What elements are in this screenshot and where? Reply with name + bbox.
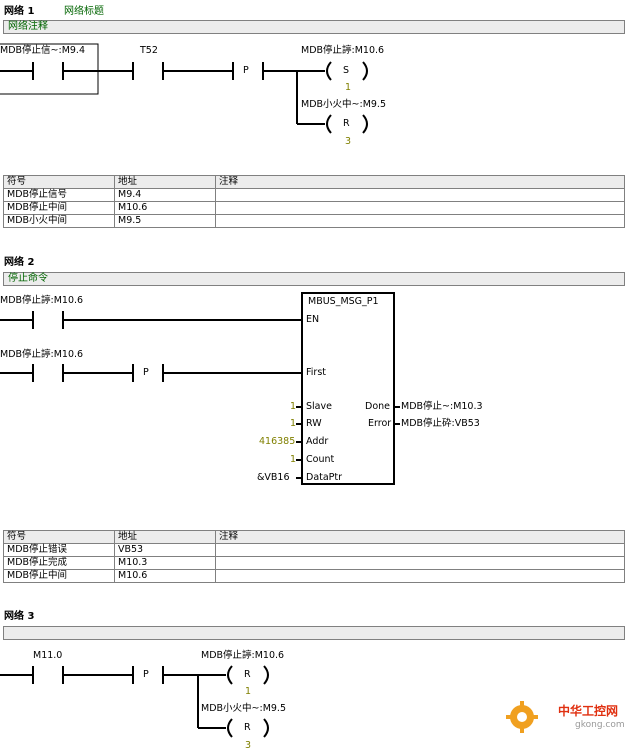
pin-first: First (306, 367, 326, 378)
cell-address[interactable]: M10.3 (114, 556, 216, 570)
network-1-comment-bar[interactable]: 网络注释 (3, 20, 625, 34)
dataptr-value[interactable]: &VB16 (257, 472, 290, 483)
done-output[interactable]: MDB停止~:M10.3 (401, 401, 483, 412)
col-symbol[interactable]: 符号 (3, 530, 115, 544)
network-2-comment-bar[interactable]: 停止命令 (3, 272, 625, 286)
col-comment[interactable]: 注释 (215, 175, 625, 189)
table-row: MDB停止信号 M9.4 (3, 188, 625, 202)
cell-address[interactable]: M10.6 (114, 569, 216, 583)
pin-en: EN (306, 314, 320, 325)
pin-done: Done (365, 401, 390, 412)
cell-symbol[interactable]: MDB停止完成 (3, 556, 115, 570)
coil-reset1-count[interactable]: 1 (245, 686, 252, 697)
cell-address[interactable]: M10.6 (114, 201, 216, 215)
contact-t52-label[interactable]: T52 (140, 45, 158, 56)
cell-comment[interactable] (215, 201, 625, 215)
contact-en-label[interactable]: MDB停止諪:M10.6 (0, 295, 84, 306)
symbol-table-2: 符号 地址 注释 MDB停止错误 VB53 MDB停止完成 M10.3 MDB停… (3, 530, 625, 583)
table-header-row: 符号 地址 注释 (3, 175, 625, 189)
col-symbol[interactable]: 符号 (3, 175, 115, 189)
cell-address[interactable]: M9.4 (114, 188, 216, 202)
contact-first-label[interactable]: MDB停止諪:M10.6 (0, 349, 84, 360)
col-comment[interactable]: 注释 (215, 530, 625, 544)
coil-set-symbol: S (343, 65, 350, 76)
contact-m11-0-label[interactable]: M11.0 (33, 650, 63, 661)
pin-dataptr: DataPtr (306, 472, 343, 483)
selection-box-contact1 (0, 43, 99, 95)
cell-address[interactable]: M9.5 (114, 214, 216, 228)
p-edge-label: P (143, 669, 149, 680)
coil-set-operand[interactable]: MDB停止諪:M10.6 (301, 45, 385, 56)
col-address[interactable]: 地址 (114, 530, 216, 544)
gear-logo-icon (505, 700, 539, 734)
cell-comment[interactable] (215, 188, 625, 202)
network-3-comment-bar[interactable] (3, 626, 625, 640)
symbol-table-1: 符号 地址 注释 MDB停止信号 M9.4 MDB停止中间 M10.6 MDB小… (3, 175, 625, 228)
network-1-label: 网络 1 (4, 6, 35, 17)
cell-symbol[interactable]: MDB小火中间 (3, 214, 115, 228)
network-1-comment: 网络注释 (8, 21, 48, 32)
error-output[interactable]: MDB停止砕:VB53 (401, 418, 480, 429)
pin-addr: Addr (306, 436, 329, 447)
network-2-comment: 停止命令 (8, 273, 48, 284)
cell-comment[interactable] (215, 543, 625, 557)
coil-reset-operand[interactable]: MDB小火中~:M9.5 (301, 99, 386, 110)
cell-symbol[interactable]: MDB停止信号 (3, 188, 115, 202)
table-row: MDB停止中间 M10.6 (3, 569, 625, 583)
coil-reset1-symbol: R (244, 669, 251, 680)
coil-reset2-count[interactable]: 3 (245, 740, 252, 751)
table-row: MDB停止完成 M10.3 (3, 556, 625, 570)
pin-error: Error (368, 418, 392, 429)
contact-m9-4-label[interactable]: MDB停止信~:M9.4 (0, 45, 85, 56)
table-header-row: 符号 地址 注释 (3, 530, 625, 544)
cell-address[interactable]: VB53 (114, 543, 216, 557)
cell-comment[interactable] (215, 556, 625, 570)
cell-symbol[interactable]: MDB停止中间 (3, 201, 115, 215)
watermark-url: gkong.com (575, 720, 625, 730)
network-1-title[interactable]: 网络标题 (64, 6, 104, 17)
pin-rw: RW (306, 418, 322, 429)
pin-slave: Slave (306, 401, 332, 412)
watermark-text: 中华工控网 (558, 704, 619, 718)
coil-reset2-symbol: R (244, 722, 251, 733)
addr-value[interactable]: 416385 (259, 436, 296, 447)
cell-symbol[interactable]: MDB停止错误 (3, 543, 115, 557)
coil-reset-symbol: R (343, 118, 350, 129)
cell-comment[interactable] (215, 569, 625, 583)
p-edge-label: P (143, 367, 149, 378)
slave-value[interactable]: 1 (290, 401, 297, 412)
coil-reset2-operand[interactable]: MDB小火中~:M9.5 (201, 703, 286, 714)
block-name[interactable]: MBUS_MSG_P1 (308, 296, 379, 307)
coil-set-count[interactable]: 1 (345, 82, 352, 93)
count-value[interactable]: 1 (290, 454, 297, 465)
coil-reset-count[interactable]: 3 (345, 136, 352, 147)
coil-reset1-operand[interactable]: MDB停止諪:M10.6 (201, 650, 285, 661)
table-row: MDB停止错误 VB53 (3, 543, 625, 557)
table-row: MDB停止中间 M10.6 (3, 201, 625, 215)
network-3-label: 网络 3 (4, 611, 35, 622)
pin-count: Count (306, 454, 335, 465)
cell-comment[interactable] (215, 214, 625, 228)
col-address[interactable]: 地址 (114, 175, 216, 189)
network-2-label: 网络 2 (4, 257, 35, 268)
cell-symbol[interactable]: MDB停止中间 (3, 569, 115, 583)
rw-value[interactable]: 1 (290, 418, 297, 429)
p-edge-label: P (243, 65, 249, 76)
table-row: MDB小火中间 M9.5 (3, 214, 625, 228)
